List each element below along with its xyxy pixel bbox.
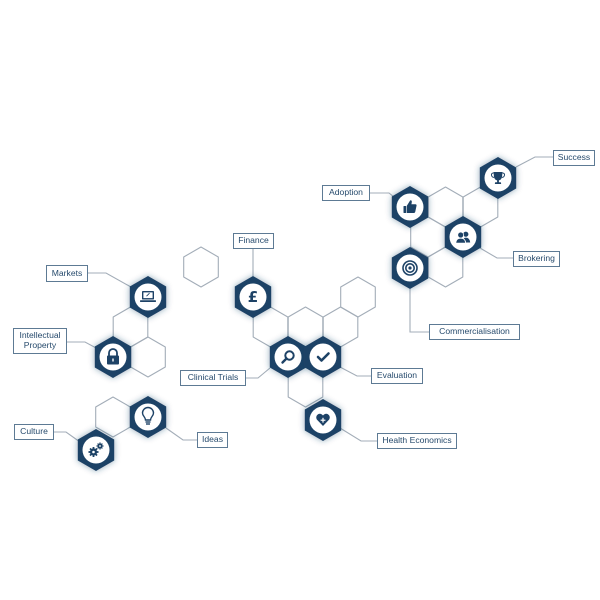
people-icon: [455, 231, 471, 244]
label-intellectual-property: Intellectual Property: [13, 328, 67, 354]
node-culture[interactable]: [77, 429, 115, 471]
trophy-icon: [490, 172, 506, 184]
connector-lines: [54, 156, 553, 443]
outline-hex: [95, 396, 131, 438]
outline-hex: [340, 276, 376, 318]
node-success[interactable]: [479, 157, 517, 199]
heart-plus-icon: [316, 413, 330, 426]
node-commercialisation[interactable]: [391, 247, 429, 289]
connector-commercialisation: [409, 289, 429, 333]
lock-icon: [107, 348, 119, 365]
outline-hex: [130, 336, 166, 378]
label-ideas: Ideas: [197, 432, 228, 448]
laptop-icon: [140, 291, 156, 302]
filled-hexagons: £: [77, 157, 517, 471]
label-success: Success: [553, 150, 595, 166]
thumbs-up-icon: [403, 200, 417, 213]
outline-hex: [183, 246, 219, 288]
lightbulb-icon: [141, 406, 155, 425]
label-brokering: Brokering: [513, 251, 560, 267]
label-adoption: Adoption: [322, 185, 370, 201]
label-commercialisation: Commercialisation: [429, 324, 520, 340]
connector-adoption: [370, 192, 395, 198]
connector-markets: [88, 272, 132, 288]
checkmark-icon: [316, 352, 330, 362]
label-finance: Finance: [233, 233, 274, 249]
connector-brokering: [479, 247, 513, 259]
label-markets: Markets: [46, 265, 88, 282]
node-finance[interactable]: £: [234, 276, 272, 318]
connector-evaluation: [339, 366, 371, 377]
connector-health-economics: [339, 427, 377, 442]
node-health-economics[interactable]: [304, 399, 342, 441]
label-culture: Culture: [14, 424, 54, 440]
node-intellectual-property[interactable]: [94, 336, 132, 378]
gears-icon: [88, 442, 104, 457]
connector-success: [515, 156, 553, 168]
label-clinical-trials: Clinical Trials: [180, 370, 246, 386]
connector-intellectual-property: [67, 341, 99, 350]
pound-icon: £: [248, 288, 258, 306]
label-health-economics: Health Economics: [377, 433, 457, 449]
label-evaluation: Evaluation: [371, 368, 423, 384]
node-brokering[interactable]: [444, 216, 482, 258]
target-icon: [402, 260, 418, 276]
magnifier-icon: [281, 350, 295, 364]
node-evaluation[interactable]: [304, 336, 342, 378]
connector-culture: [54, 431, 81, 443]
node-ideas[interactable]: [129, 396, 167, 438]
node-adoption[interactable]: [391, 186, 429, 228]
connector-clinical-trials: [246, 367, 271, 379]
connector-ideas: [165, 427, 197, 441]
node-markets[interactable]: [129, 276, 167, 318]
node-clinical-trials[interactable]: [269, 336, 307, 378]
